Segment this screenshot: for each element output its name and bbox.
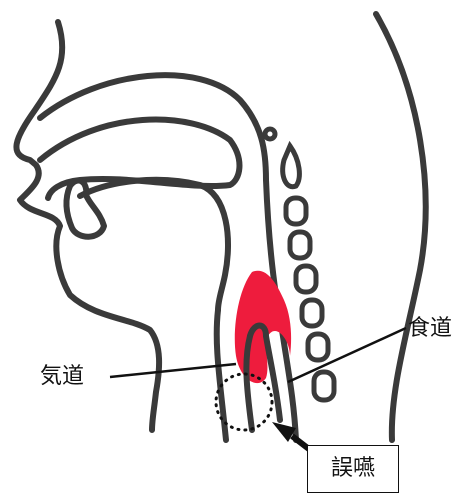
vertebra-2 <box>290 232 310 258</box>
esophagus-leader-line <box>288 328 406 382</box>
cervical-vertebrae <box>265 129 334 400</box>
airway-label: 気道 <box>40 366 84 388</box>
vertebra-5 <box>308 334 328 360</box>
vertebra-6 <box>314 372 334 400</box>
esophagus-label: 食道 <box>408 318 452 340</box>
vertebra-4 <box>302 300 322 326</box>
back-of-neck-outline <box>376 14 426 440</box>
vertebra-small <box>265 129 275 139</box>
tongue-outline <box>80 180 228 310</box>
vertebra-1 <box>286 198 306 224</box>
palate-upper-outline <box>40 75 266 180</box>
aspiration-label: 誤嚥 <box>331 458 375 480</box>
airway-front-wall <box>217 310 226 440</box>
aspiration-callout-box: 誤嚥 <box>307 445 399 493</box>
face-profile-outline <box>16 22 159 430</box>
vertebra-dens <box>283 146 300 187</box>
vertebra-3 <box>296 266 316 292</box>
esophagus-front-wall <box>266 336 280 420</box>
